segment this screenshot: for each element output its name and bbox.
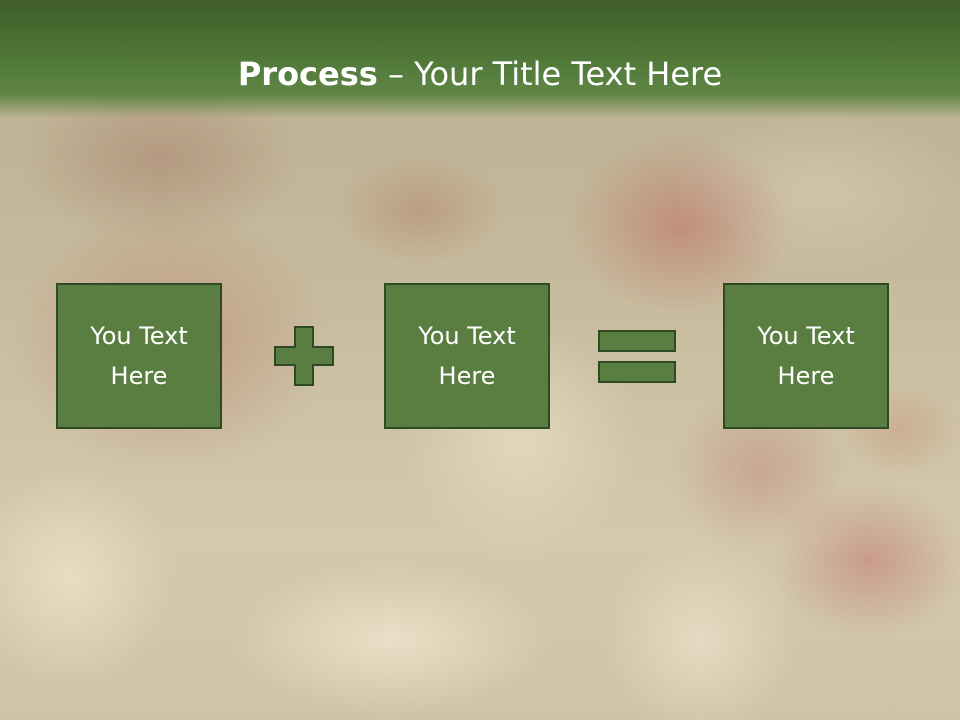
process-box-2: You Text Here: [384, 283, 550, 429]
process-box-2-line-1: You Text: [418, 322, 516, 350]
process-box-1-text: You Text Here: [90, 316, 188, 396]
process-box-3-line-2: Here: [777, 362, 835, 390]
title-bold: Process: [237, 55, 378, 93]
equals-icon: [598, 330, 676, 383]
process-box-1-line-2: Here: [110, 362, 168, 390]
title-banner: [0, 0, 960, 118]
process-box-3-text: You Text Here: [757, 316, 855, 396]
process-box-1-line-1: You Text: [90, 322, 188, 350]
plus-icon: [274, 326, 334, 386]
process-box-2-line-2: Here: [438, 362, 496, 390]
process-box-1: You Text Here: [56, 283, 222, 429]
process-box-2-text: You Text Here: [418, 316, 516, 396]
process-box-3-line-1: You Text: [757, 322, 855, 350]
title-rest: – Your Title Text Here: [377, 55, 723, 93]
slide-title: Process – Your Title Text Here: [0, 52, 960, 96]
process-box-3: You Text Here: [723, 283, 889, 429]
